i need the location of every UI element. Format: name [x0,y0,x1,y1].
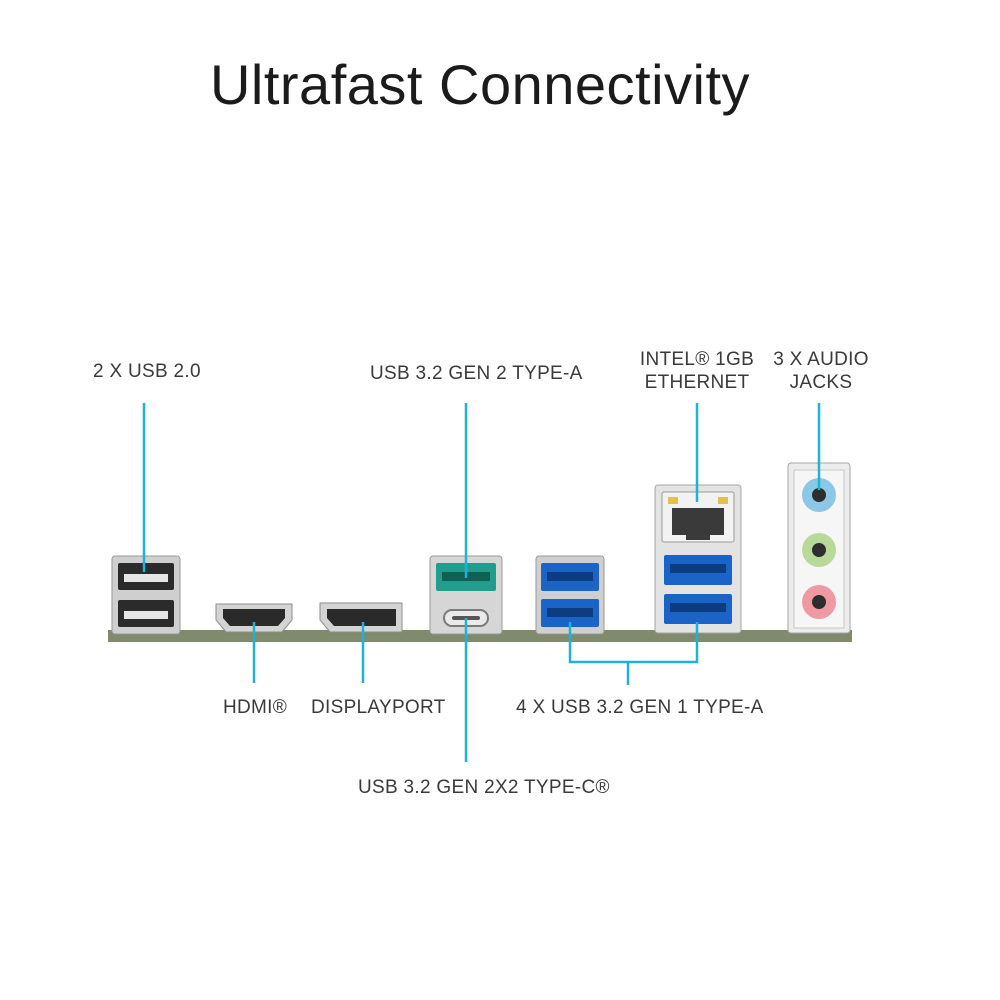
hdmi-port [215,603,293,633]
label-audio-jacks: 3 X AUDIO JACKS [761,348,881,394]
label-usb-gen2x2-type-c: USB 3.2 GEN 2X2 TYPE-C® [358,777,610,798]
label-audio-line2: JACKS [789,372,853,393]
displayport-port [319,602,403,633]
label-hdmi: HDMI® [223,697,288,718]
label-ethernet-line2: ETHERNET [644,372,750,393]
label-audio-line1: 3 X AUDIO [773,349,869,370]
label-usb20: 2 X USB 2.0 [93,361,201,382]
leader-lines [142,403,821,762]
usb20-port-stack [111,555,181,635]
audio-jack-stack [787,462,851,634]
page-title: Ultrafast Connectivity [209,53,751,116]
label-usb-gen1-type-a: 4 X USB 3.2 GEN 1 TYPE-A [516,697,764,718]
usb-gen1-stack-left [535,555,605,635]
label-ethernet: INTEL® 1GB ETHERNET [632,348,762,394]
leader-usb-gen1-a [568,622,699,664]
lan-usb-stack [654,484,742,634]
label-displayport: DISPLAYPORT [311,697,446,718]
label-usb-gen2-type-a: USB 3.2 GEN 2 TYPE-A [370,363,583,384]
label-ethernet-line1: INTEL® 1GB [639,349,755,370]
